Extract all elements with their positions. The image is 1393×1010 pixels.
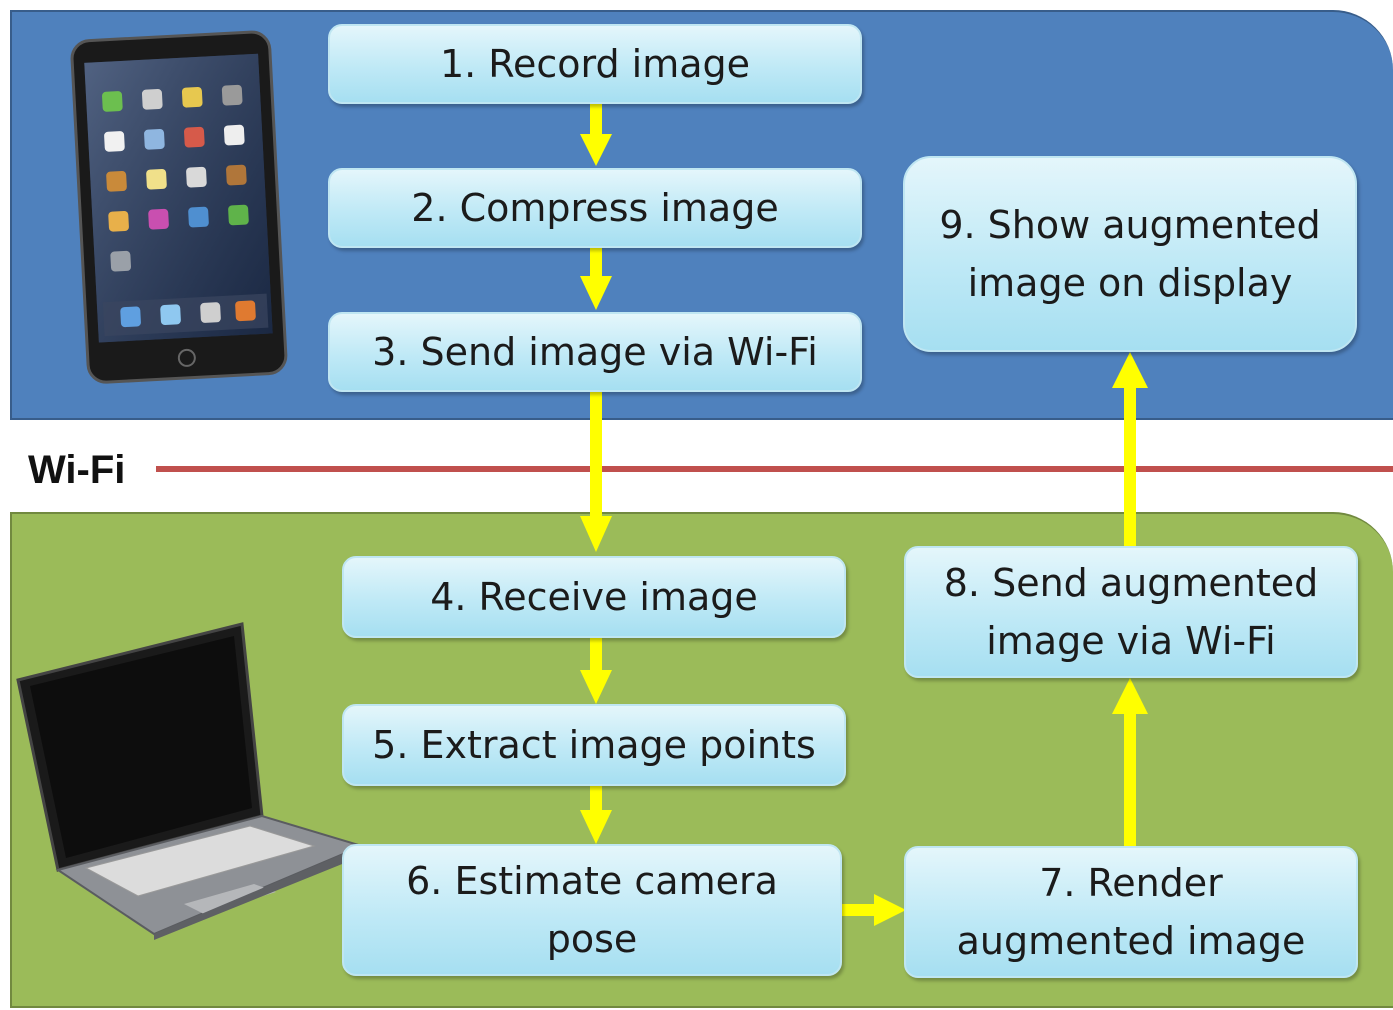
step-5-label: 5. Extract image points <box>372 723 816 767</box>
step-2-compress-image: 2. Compress image <box>328 168 862 248</box>
step-9-line2: image on display <box>967 261 1293 305</box>
step-4-label: 4. Receive image <box>430 575 758 619</box>
step-8-send-augmented: 8. Send augmented image via Wi-Fi <box>904 546 1358 678</box>
step-9-line1: 9. Show augmented <box>939 203 1321 247</box>
step-6-line1: 6. Estimate camera <box>406 859 778 903</box>
step-1-label: 1. Record image <box>439 42 751 86</box>
step-7-render-image: 7. Render augmented image <box>904 846 1358 978</box>
step-2-label: 2. Compress image <box>411 186 779 230</box>
step-9-show-image: 9. Show augmented image on display <box>903 156 1357 352</box>
step-5-extract-points: 5. Extract image points <box>342 704 846 786</box>
step-6-estimate-pose: 6. Estimate camera pose <box>342 844 842 976</box>
step-6-line2: pose <box>546 917 638 961</box>
step-7-line1: 7. Render <box>1039 861 1223 905</box>
step-8-line1: 8. Send augmented <box>943 561 1319 605</box>
step-3-label: 3. Send image via Wi-Fi <box>372 330 818 374</box>
tablet-icon <box>70 30 288 384</box>
wifi-line <box>156 466 1393 472</box>
laptop-icon <box>16 622 365 940</box>
step-1-record-image: 1. Record image <box>328 24 862 104</box>
wifi-label: Wi-Fi <box>28 448 126 492</box>
step-7-line2: augmented image <box>956 919 1306 963</box>
step-4-receive-image: 4. Receive image <box>342 556 846 638</box>
step-8-line2: image via Wi-Fi <box>986 619 1276 663</box>
step-3-send-image: 3. Send image via Wi-Fi <box>328 312 862 392</box>
